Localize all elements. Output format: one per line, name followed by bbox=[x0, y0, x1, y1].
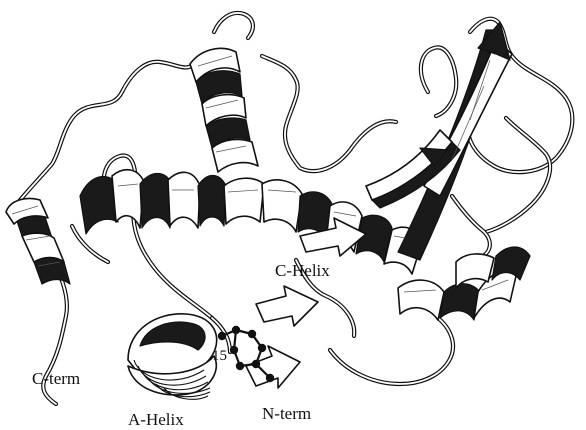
label-residue-15: 15 bbox=[212, 348, 227, 364]
mid-right-curl bbox=[452, 196, 490, 258]
top-helix bbox=[190, 48, 258, 172]
label-n-term: N-term bbox=[262, 404, 311, 423]
b-helix bbox=[80, 170, 264, 234]
white-strands bbox=[246, 218, 366, 388]
beta-strand-arrow-center bbox=[256, 286, 318, 326]
label-c-term: C-term bbox=[32, 369, 80, 388]
label-c-helix: C-Helix bbox=[275, 261, 330, 280]
top-right-coil bbox=[262, 56, 396, 171]
lower-left-coil bbox=[72, 226, 108, 262]
top-loop bbox=[214, 13, 253, 38]
a-helix-coil bbox=[128, 314, 217, 399]
label-a-helix: A-Helix bbox=[128, 410, 184, 429]
left-helix bbox=[6, 199, 70, 285]
